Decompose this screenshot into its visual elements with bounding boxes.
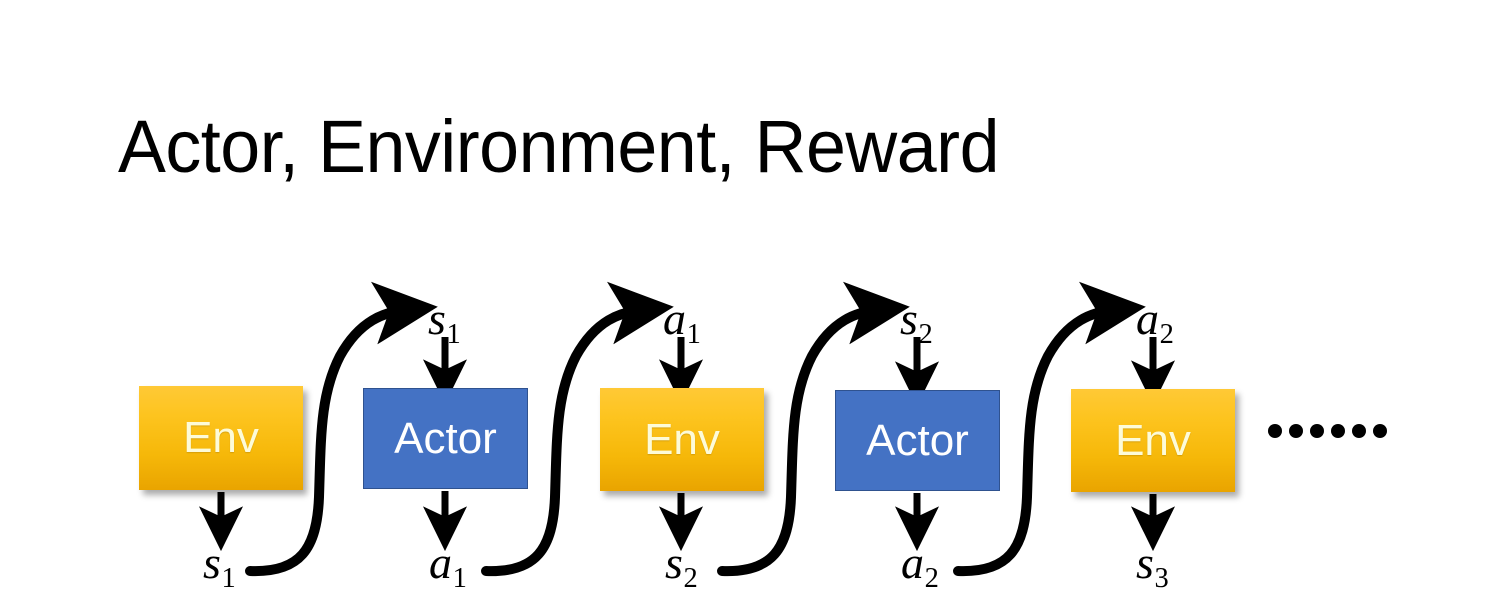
node-env-3[interactable]: Env [1071, 389, 1235, 492]
signal-label-bottom-a1: a1 [429, 537, 467, 593]
signal-label-top-s1: s1 [428, 293, 461, 349]
feedback-curves [245, 281, 1146, 577]
node-env-2[interactable]: Env [600, 388, 764, 491]
signal-subscript: 3 [1154, 562, 1169, 594]
signal-label-top-a1: a1 [663, 293, 701, 349]
signal-subscript: 1 [452, 562, 467, 594]
node-label: Env [183, 413, 259, 462]
signal-subscript: 1 [221, 562, 236, 594]
node-actor-1[interactable]: Actor [363, 388, 528, 489]
down-arrows-out-of-boxes [198, 491, 1176, 552]
signal-label-top-a2: a2 [1136, 293, 1174, 349]
node-label: Env [644, 414, 720, 464]
continuation-ellipsis [1268, 424, 1387, 438]
signal-label-bottom-a2: a2 [901, 537, 939, 593]
page-title: Actor, Environment, Reward [118, 105, 1000, 188]
signal-base: a [1136, 293, 1159, 344]
signal-subscript: 2 [683, 562, 698, 594]
signal-label-top-s2: s2 [900, 293, 933, 349]
down-arrows-into-boxes [422, 337, 1176, 407]
signal-base: a [663, 293, 686, 344]
ellipsis-dot [1289, 424, 1303, 438]
ellipsis-group-1 [1268, 424, 1324, 438]
ellipsis-dot [1268, 424, 1282, 438]
signal-base: s [900, 293, 918, 344]
ellipsis-dot [1310, 424, 1324, 438]
node-label: Actor [866, 415, 969, 465]
node-label: Actor [394, 413, 497, 463]
ellipsis-dot [1352, 424, 1366, 438]
signal-label-bottom-s2: s2 [665, 537, 698, 593]
signal-subscript: 2 [1159, 318, 1174, 350]
signal-base: s [428, 293, 446, 344]
signal-base: s [203, 537, 221, 588]
ellipsis-group-2 [1331, 424, 1387, 438]
signal-subscript: 1 [446, 318, 461, 350]
node-actor-2[interactable]: Actor [835, 390, 1000, 491]
signal-base: a [429, 537, 452, 588]
signal-label-bottom-s3: s3 [1136, 537, 1169, 593]
signal-subscript: 2 [918, 318, 933, 350]
signal-label-bottom-s1: s1 [203, 537, 236, 593]
signal-subscript: 1 [686, 318, 701, 350]
signal-base: a [901, 537, 924, 588]
node-label: Env [1115, 415, 1191, 465]
ellipsis-dot [1331, 424, 1345, 438]
node-env-1[interactable]: Env [139, 386, 303, 490]
signal-subscript: 2 [924, 562, 939, 594]
signal-base: s [665, 537, 683, 588]
ellipsis-dot [1373, 424, 1387, 438]
signal-base: s [1136, 537, 1154, 588]
